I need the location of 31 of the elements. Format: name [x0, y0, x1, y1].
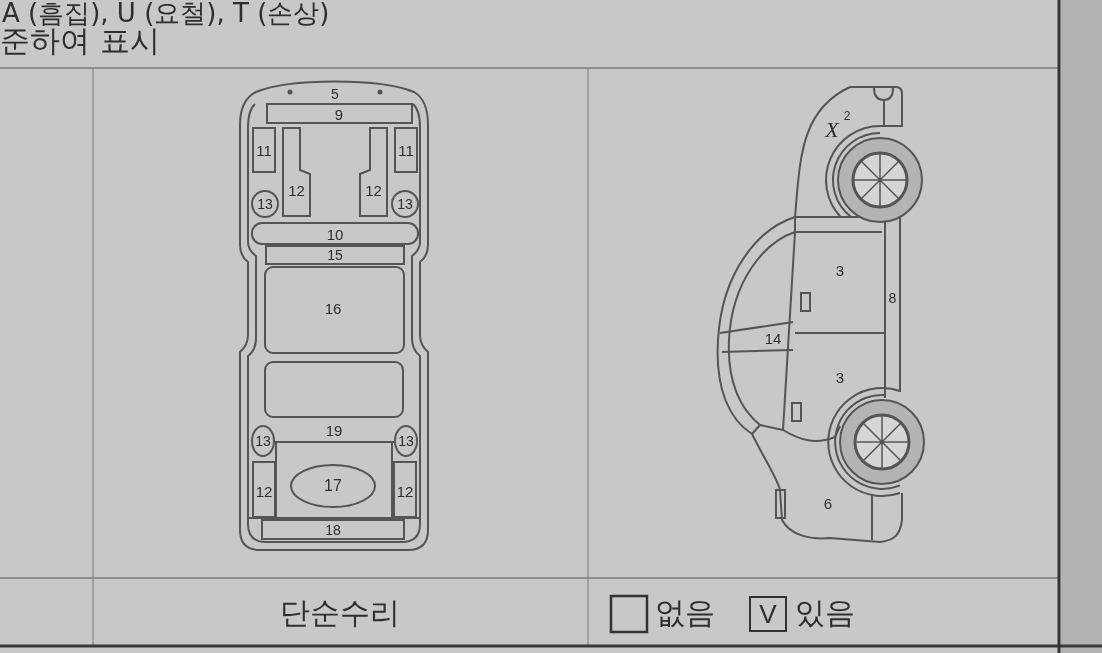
option-label: 없음 — [655, 598, 715, 628]
part-number: 12 — [255, 483, 273, 499]
damage-mark: X — [825, 119, 839, 141]
part-number: 13 — [255, 434, 271, 448]
instruction-text: 준하여 표시 — [0, 26, 160, 56]
part-number: 11 — [398, 142, 414, 158]
part-number: 13 — [257, 197, 273, 211]
part-number: 11 — [256, 142, 272, 158]
part-number: 6 — [823, 495, 833, 511]
part-number: 12 — [365, 182, 382, 198]
part-number: 5 — [331, 87, 339, 101]
part-number: 3 — [835, 369, 845, 385]
part-number: 17 — [324, 478, 342, 494]
instruction-text: A (흠집), U (요철), T (손상) — [2, 0, 330, 26]
part-number: 13 — [397, 197, 413, 211]
part-number: 2 — [843, 110, 851, 122]
part-number: 12 — [396, 483, 414, 499]
checkbox: V — [749, 596, 787, 632]
part-number: 8 — [888, 291, 897, 305]
part-number: 19 — [325, 422, 343, 438]
part-number: 13 — [398, 434, 414, 448]
part-number: 12 — [288, 182, 305, 198]
part-number: 16 — [324, 300, 342, 316]
part-number: 3 — [835, 262, 845, 278]
part-number: 10 — [326, 226, 344, 241]
part-number: 9 — [334, 106, 344, 122]
option-label: 있음 — [795, 598, 855, 628]
part-number: 14 — [764, 330, 782, 346]
part-number: 18 — [325, 522, 341, 537]
part-number: 15 — [327, 248, 343, 262]
row-label: 단순수리 — [280, 598, 400, 628]
